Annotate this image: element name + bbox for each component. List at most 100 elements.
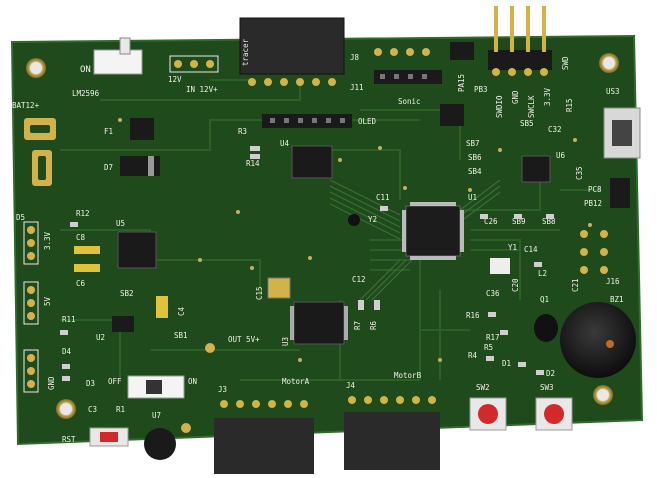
label-sb9: SB9 bbox=[512, 217, 526, 226]
label-j4: J4 bbox=[346, 381, 356, 390]
pcb-board bbox=[10, 34, 644, 446]
label-l2: L2 bbox=[538, 269, 547, 278]
chip-u2-area bbox=[112, 316, 134, 332]
label-r15: R15 bbox=[565, 98, 574, 112]
label-r12: R12 bbox=[76, 209, 90, 218]
mcu-pins bbox=[402, 202, 464, 260]
header-3v3 bbox=[23, 221, 39, 265]
smd-components bbox=[60, 146, 554, 381]
label-3v3-left: 3.3V bbox=[43, 231, 52, 250]
label-gnd-left: GND bbox=[47, 376, 56, 390]
label-3v3-swd: 3.3V bbox=[543, 87, 552, 106]
label-r3: R3 bbox=[238, 127, 247, 136]
driver-u3 bbox=[293, 301, 345, 345]
regulator-u5 bbox=[117, 231, 157, 269]
mounting-hole bbox=[599, 53, 619, 73]
label-sb5: SB5 bbox=[520, 119, 534, 128]
label-pc8: PC8 bbox=[588, 185, 602, 194]
button-sw2[interactable] bbox=[478, 404, 498, 424]
header-5v bbox=[23, 281, 39, 325]
label-d7: D7 bbox=[104, 163, 113, 172]
label-sb6: SB6 bbox=[468, 153, 482, 162]
label-y2: Y2 bbox=[368, 215, 377, 224]
label-5v: 5V bbox=[43, 296, 52, 306]
oled-header bbox=[262, 114, 352, 128]
label-pb3: PB3 bbox=[474, 85, 488, 94]
label-oled: OLED bbox=[358, 117, 377, 126]
chip-u4 bbox=[291, 145, 333, 179]
label-u4: U4 bbox=[280, 139, 290, 148]
label-swdio: SWDIO bbox=[495, 95, 504, 118]
mounting-hole bbox=[26, 58, 46, 78]
label-swclk: SWCLK bbox=[527, 95, 536, 118]
swd-header bbox=[488, 6, 552, 76]
label-swd: SWD bbox=[561, 56, 570, 70]
tracer-pins bbox=[248, 78, 336, 86]
label-12v: 12V bbox=[168, 75, 182, 84]
jumper-pa15 bbox=[450, 42, 474, 60]
motor-a-header bbox=[220, 400, 308, 408]
label-sw3: SW3 bbox=[540, 383, 554, 392]
label-d2: D2 bbox=[546, 369, 555, 378]
label-d1: D1 bbox=[502, 359, 511, 368]
label-d4: D4 bbox=[62, 347, 72, 356]
label-c3: C3 bbox=[88, 405, 97, 414]
label-y1: Y1 bbox=[508, 243, 517, 252]
buzzer bbox=[560, 302, 636, 378]
label-j3: J3 bbox=[218, 385, 227, 394]
label-c15: C15 bbox=[255, 286, 264, 300]
button-sw3[interactable] bbox=[544, 404, 564, 424]
crystal-y1 bbox=[490, 258, 510, 274]
label-j8: J8 bbox=[350, 53, 360, 62]
label-j11: J11 bbox=[350, 83, 364, 92]
label-tracer: tracer bbox=[241, 38, 250, 66]
label-c35: C35 bbox=[575, 166, 584, 180]
label-r17: R17 bbox=[486, 333, 500, 342]
label-sw2: SW2 bbox=[476, 383, 490, 392]
label-motor-a: MotorA bbox=[282, 377, 310, 386]
label-c20: C20 bbox=[511, 278, 520, 292]
transistor-q bbox=[440, 104, 464, 126]
power-switch-top[interactable] bbox=[93, 49, 143, 75]
tracer-connector bbox=[239, 17, 345, 75]
label-q1: Q1 bbox=[540, 295, 549, 304]
label-d5: D5 bbox=[16, 213, 25, 222]
label-c14: C14 bbox=[524, 245, 538, 254]
label-c11: C11 bbox=[376, 193, 390, 202]
label-rst: RST bbox=[62, 435, 76, 444]
cap-c4 bbox=[156, 296, 168, 318]
header-gnd bbox=[23, 349, 39, 393]
sensor-u7 bbox=[144, 428, 176, 460]
crystal-y2 bbox=[348, 214, 360, 226]
fuse-f1 bbox=[130, 118, 154, 140]
label-c8: C8 bbox=[76, 233, 86, 242]
label-sb4: SB4 bbox=[468, 167, 482, 176]
label-in-12v: IN 12V+ bbox=[186, 85, 218, 94]
label-gnd-swd: GND bbox=[511, 90, 520, 104]
label-us3: US3 bbox=[606, 87, 620, 96]
label-c6: C6 bbox=[76, 279, 86, 288]
label-c4: C4 bbox=[177, 306, 186, 316]
label-c21: C21 bbox=[571, 278, 580, 292]
label-r4: R4 bbox=[468, 351, 478, 360]
cap-c15 bbox=[267, 277, 291, 299]
label-r5: R5 bbox=[484, 343, 493, 352]
mounting-hole bbox=[56, 399, 76, 419]
label-r1: R1 bbox=[116, 405, 125, 414]
bus-traces bbox=[329, 179, 501, 301]
label-u7: U7 bbox=[152, 411, 161, 420]
label-u6: U6 bbox=[556, 151, 566, 160]
label-d3: D3 bbox=[86, 379, 95, 388]
label-pb12: PB12 bbox=[584, 199, 602, 208]
label-bat: BAT12+ bbox=[12, 101, 40, 110]
label-c32: C32 bbox=[548, 125, 562, 134]
label-r11: R11 bbox=[62, 315, 76, 324]
motor-b-connector bbox=[344, 412, 440, 470]
mcu-u1 bbox=[405, 205, 461, 257]
jumper-pc8-pb12 bbox=[610, 178, 630, 208]
chip-u6 bbox=[521, 155, 551, 183]
header-j16 bbox=[580, 230, 608, 274]
label-c26: C26 bbox=[484, 217, 498, 226]
reset-button[interactable] bbox=[100, 432, 118, 442]
sonic-header bbox=[374, 48, 442, 84]
